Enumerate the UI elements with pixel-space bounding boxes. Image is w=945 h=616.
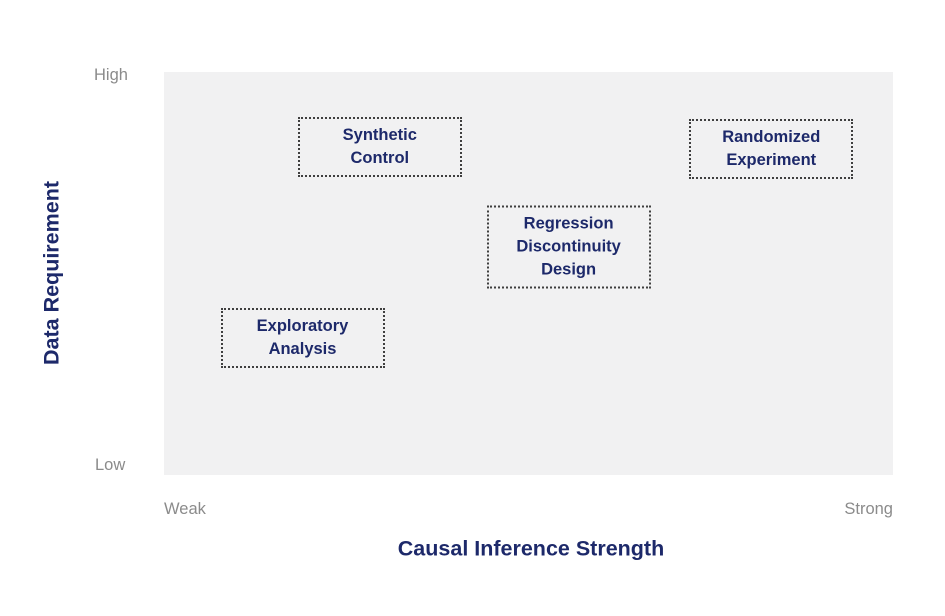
y-axis-title: Data Requirement	[39, 181, 64, 365]
x-tick-weak: Weak	[164, 500, 206, 518]
y-tick-high: High	[94, 66, 128, 84]
method-box-synthetic-control: Synthetic Control	[297, 117, 462, 178]
method-box-regression-discontinuity-design: Regression Discontinuity Design	[486, 205, 651, 289]
y-tick-low: Low	[95, 456, 126, 474]
x-axis-title: Causal Inference Strength	[397, 536, 665, 561]
method-box-randomized-experiment: Randomized Experiment	[689, 118, 854, 179]
method-box-exploratory-analysis: Exploratory Analysis	[220, 307, 385, 368]
x-tick-strong: Strong	[844, 500, 893, 518]
